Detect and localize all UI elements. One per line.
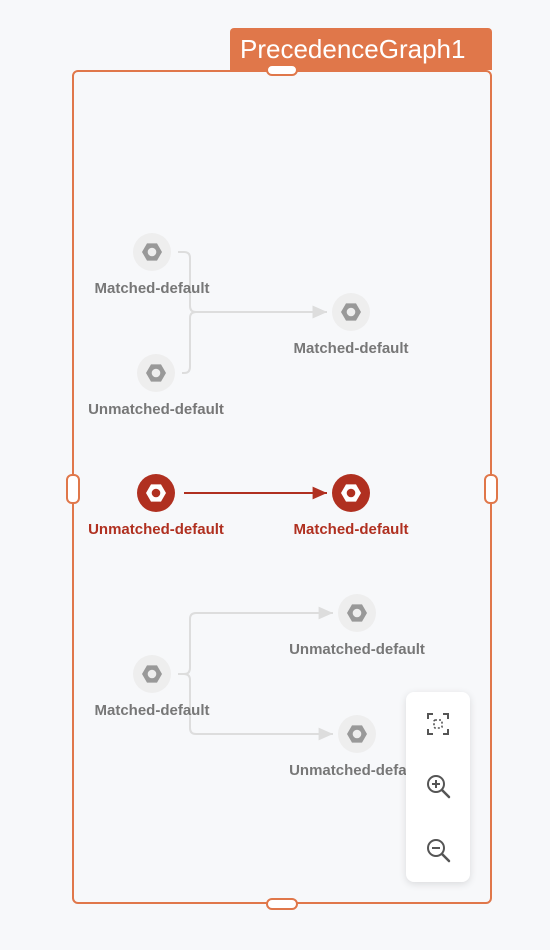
source-node[interactable]: Matched-default	[94, 233, 210, 297]
zoom-out-icon	[427, 839, 451, 863]
node-label: Matched-default	[94, 702, 209, 719]
source-node[interactable]: Unmatched-default	[88, 474, 224, 538]
node-label: Matched-default	[94, 280, 209, 297]
node-label: Unmatched-default	[88, 401, 224, 418]
zoom-out-button[interactable]	[418, 830, 458, 870]
nut-hole	[151, 488, 161, 498]
nut-hole	[147, 247, 157, 257]
edge	[182, 305, 327, 374]
target-node[interactable]: Matched-default	[293, 293, 409, 357]
node-label: Unmatched-default	[289, 762, 425, 779]
node-label: Unmatched-default	[289, 641, 425, 658]
zoom-toolbar	[406, 692, 470, 882]
nut-hole	[346, 488, 356, 498]
fit-view-button[interactable]	[418, 704, 458, 744]
graph-title: PrecedenceGraph1	[230, 28, 492, 70]
target-node[interactable]: Unmatched-default	[289, 594, 425, 658]
resize-handle-bottom[interactable]	[266, 898, 298, 910]
nut-hole	[346, 307, 356, 317]
resize-handle-top[interactable]	[266, 64, 298, 76]
resize-handle-right[interactable]	[484, 474, 498, 504]
target-node[interactable]: Unmatched-default	[289, 715, 425, 779]
node-label: Matched-default	[293, 521, 408, 538]
source-node[interactable]: Unmatched-default	[88, 354, 224, 418]
zoom-in-button[interactable]	[418, 766, 458, 806]
target-node[interactable]: Matched-default	[293, 474, 409, 538]
resize-handle-left[interactable]	[66, 474, 80, 504]
source-node[interactable]: Matched-default	[94, 655, 210, 719]
nut-hole	[151, 368, 161, 378]
node-label: Matched-default	[293, 340, 408, 357]
nut-hole	[147, 669, 157, 679]
nut-hole	[352, 729, 362, 739]
zoom-in-icon	[427, 775, 451, 799]
nut-hole	[352, 608, 362, 618]
node-label: Unmatched-default	[88, 521, 224, 538]
fit-view-icon	[427, 713, 449, 735]
edge	[178, 673, 333, 741]
